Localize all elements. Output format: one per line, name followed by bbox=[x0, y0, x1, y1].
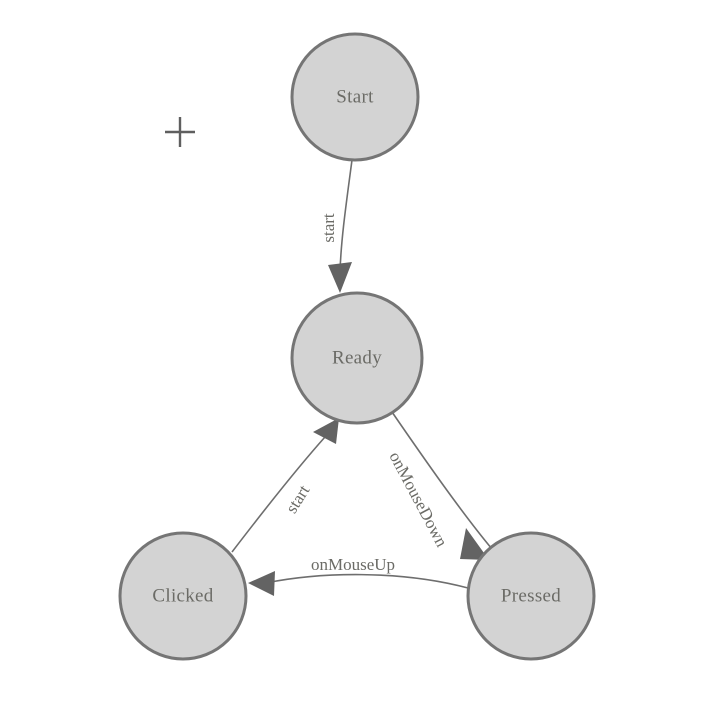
edge-ready-to-pressed[interactable]: onMouseDown bbox=[385, 411, 493, 560]
edge-path-pressed-to-clicked bbox=[265, 573, 469, 589]
edge-start-to-ready[interactable]: start bbox=[319, 159, 353, 293]
edge-path-ready-to-pressed bbox=[391, 411, 493, 550]
arrowhead-into-ready-from-clicked bbox=[313, 418, 339, 444]
node-clicked-label: Clicked bbox=[152, 585, 213, 606]
node-pressed-circle bbox=[466, 531, 596, 661]
arrowhead-into-pressed bbox=[460, 528, 489, 560]
edge-label-onmouseup: onMouseUp bbox=[311, 555, 395, 574]
node-ready[interactable]: Ready bbox=[290, 291, 424, 425]
node-ready-circle bbox=[290, 291, 424, 425]
node-clicked-circle bbox=[118, 531, 248, 661]
node-start-label: Start bbox=[336, 86, 374, 107]
arrowhead-into-clicked bbox=[248, 571, 275, 596]
edge-label-start-2: start bbox=[282, 481, 314, 516]
edge-clicked-to-ready[interactable]: start bbox=[231, 418, 339, 553]
arrowhead-into-ready bbox=[328, 262, 352, 293]
crosshair-icon bbox=[165, 117, 195, 147]
node-ready-label: Ready bbox=[332, 347, 382, 368]
edge-pressed-to-clicked[interactable]: onMouseUp bbox=[248, 555, 469, 596]
node-start-circle bbox=[290, 32, 420, 162]
edge-label-start: start bbox=[319, 213, 338, 243]
edge-path-clicked-to-ready bbox=[231, 436, 326, 553]
node-start[interactable]: Start bbox=[290, 32, 420, 162]
edge-path-start-to-ready bbox=[339, 159, 353, 273]
edge-label-onmousedown: onMouseDown bbox=[385, 449, 451, 551]
node-pressed-label: Pressed bbox=[501, 585, 561, 606]
node-clicked[interactable]: Clicked bbox=[118, 531, 248, 661]
node-pressed[interactable]: Pressed bbox=[466, 531, 596, 661]
